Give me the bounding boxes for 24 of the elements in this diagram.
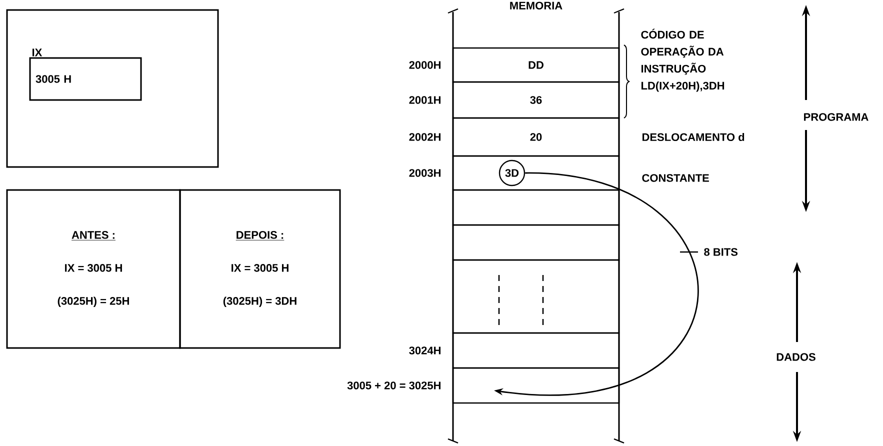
- table-cell: ANTES : IX = 3005 H (3025H) = 25H: [6, 189, 181, 349]
- address-label: 3005 + 20 = 3025H: [347, 382, 440, 390]
- memory-cell: [452, 259, 620, 334]
- annotation: DESLOCAMENTO d: [642, 132, 744, 142]
- address-label: 2001H: [409, 96, 440, 104]
- register-box: 3005 H: [29, 57, 142, 101]
- processor-box: [6, 9, 219, 168]
- address-label: 3024H: [409, 346, 440, 354]
- annotation: DADOS: [776, 353, 816, 361]
- annotation: CÓDIGO DE OPERAÇÃO DA INSTRUÇÃO LD(IX+20H),3DH: [641, 28, 724, 92]
- address-label: 2003H: [409, 169, 440, 177]
- register-label: IX: [32, 48, 42, 56]
- address-label: 2000H: [409, 61, 440, 69]
- edge-label: 8 BITS: [702, 247, 739, 257]
- annotation: CONSTANTE: [642, 174, 709, 182]
- table-cell: DEPOIS : IX = 3005 H (3025H) = 3DH: [179, 189, 341, 349]
- memory-cell: 36: [452, 81, 620, 119]
- memory-cell: [452, 189, 620, 226]
- memory-cell: DD: [452, 47, 620, 83]
- annotation: PROGRAMA: [804, 113, 868, 121]
- memory-cell: [452, 224, 620, 261]
- address-label: 2002H: [409, 133, 440, 141]
- memory-cell: 20: [452, 117, 620, 157]
- circled-value: 3D: [498, 160, 526, 186]
